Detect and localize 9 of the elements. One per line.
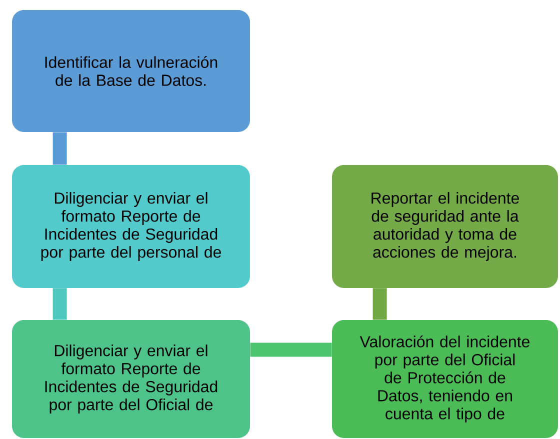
connector-bar — [52, 288, 67, 320]
connector-bar — [52, 132, 67, 165]
process-box: Diligenciar y enviar el formato Reporte de Incidentes de Seguridad por parte del personal de — [12, 165, 250, 288]
process-box: Identificar la vulneración de la Base de Datos. — [12, 10, 250, 132]
process-box: Valoración del incidente por parte del Oficial de Protección de Datos, teniendo en cuenta el tipo de — [332, 320, 558, 438]
process-box: Reportar el incidente de seguridad ante la autoridad y toma de acciones de mejora. — [332, 165, 558, 288]
connector-bar — [372, 288, 387, 320]
process-box: Diligenciar y enviar el formato Reporte de Incidentes de Seguridad por parte del Oficial de — [12, 320, 250, 438]
connector-bar — [250, 342, 332, 357]
